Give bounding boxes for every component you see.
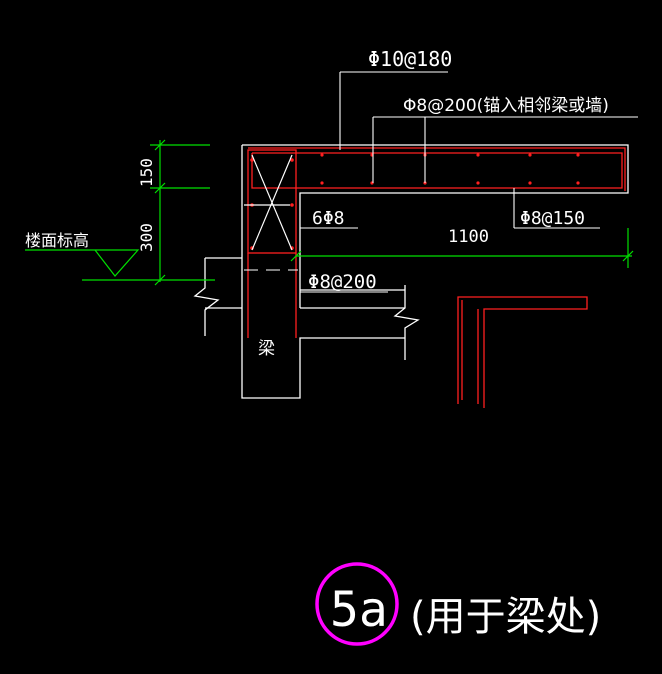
dimension-lines (25, 139, 634, 286)
rebar-lines (247, 147, 626, 408)
leader-lines (244, 71, 638, 293)
concrete-outline (193, 144, 629, 399)
rebar-dots (250, 153, 580, 250)
label-bottom-bar: Φ8@150 (520, 208, 585, 229)
label-span-1100: 1100 (448, 227, 489, 247)
label-detail-id: 5a (330, 582, 388, 638)
label-stirrup: Φ8@200 (308, 271, 377, 293)
label-detail-note: (用于梁处) (410, 594, 601, 640)
beam-cross (244, 154, 293, 251)
label-six-bars: 6Φ8 (312, 208, 345, 229)
label-top-bar: Φ10@180 (368, 47, 452, 71)
label-beam: 梁 (258, 339, 275, 359)
label-anchor-bar: Φ8@200(锚入相邻梁或墙) (403, 96, 609, 116)
label-dim-150: 150 (137, 158, 156, 187)
label-floor-level: 楼面标高 (25, 231, 89, 250)
label-dim-300: 300 (137, 223, 156, 252)
detail-callout-circle (315, 562, 399, 646)
